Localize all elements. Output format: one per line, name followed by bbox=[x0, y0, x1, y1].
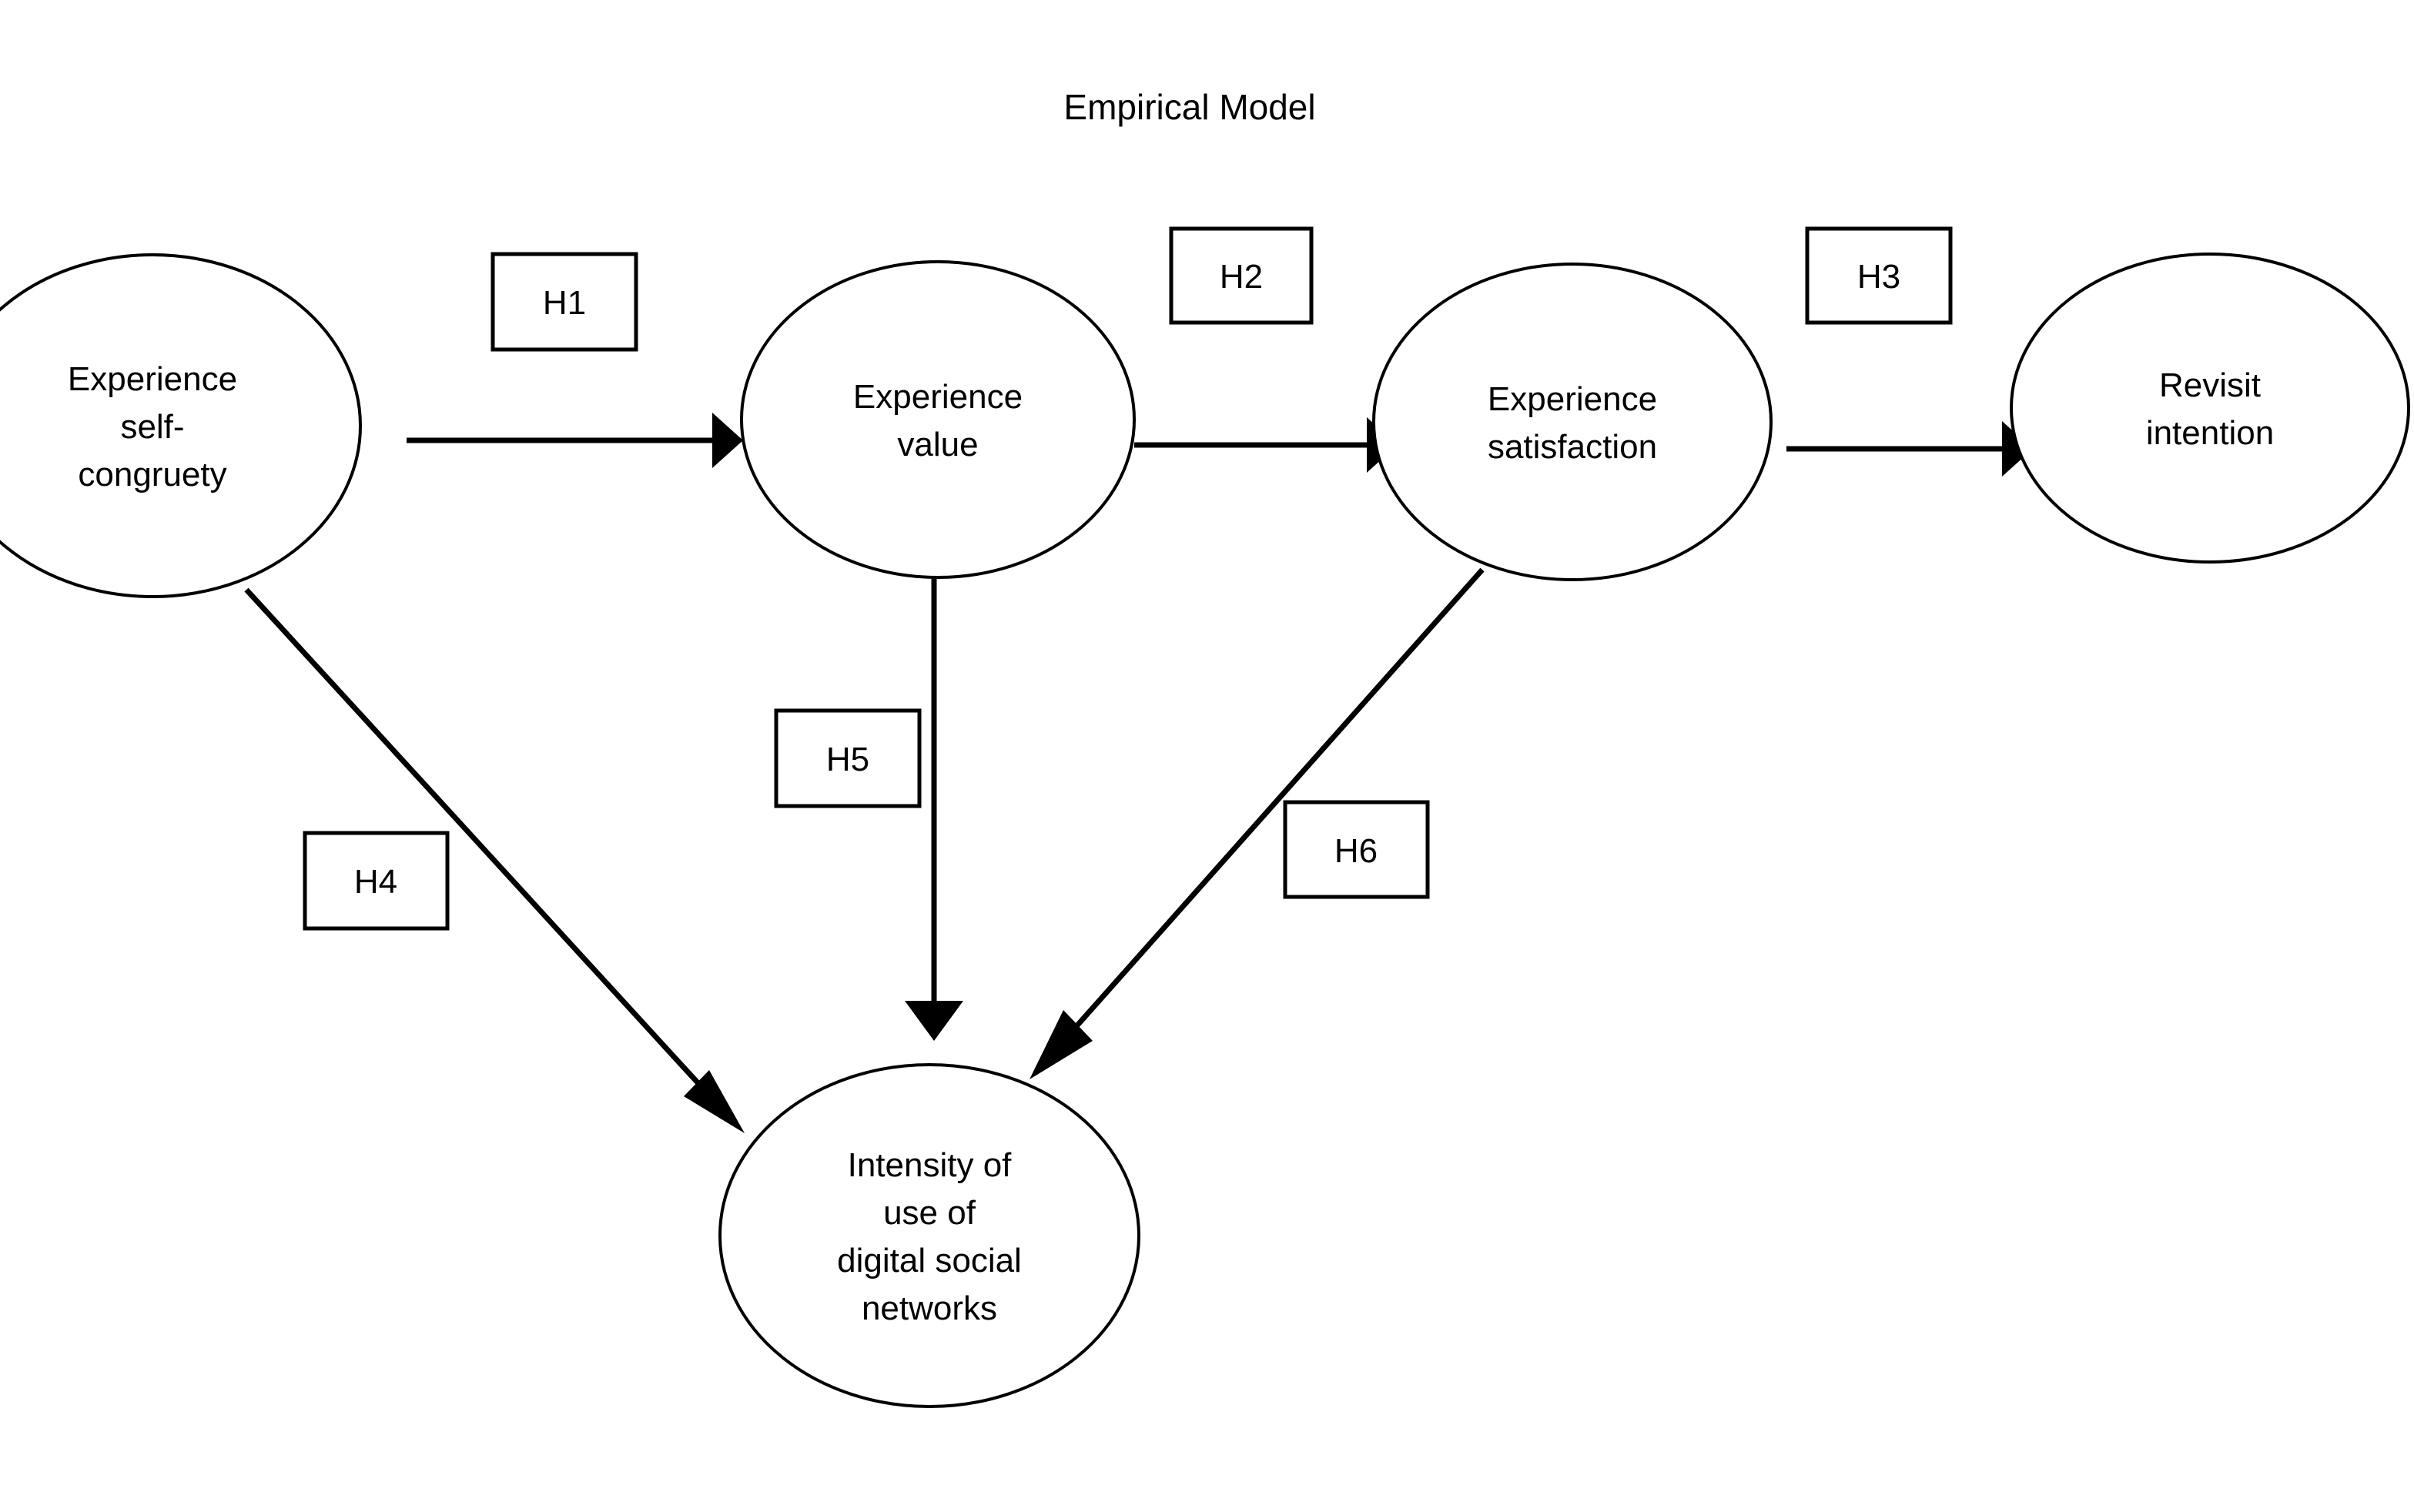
node-experience-self-congruety-line-1: Experience bbox=[68, 360, 237, 398]
node-experience-self-congruety[interactable]: Experience self- congruety bbox=[0, 253, 362, 598]
node-revisit-intention-shape[interactable] bbox=[2010, 253, 2410, 564]
hypothesis-label-h2[interactable]: H2 bbox=[1169, 226, 1314, 325]
edge-h1 bbox=[407, 413, 743, 468]
node-revisit-intention-line-2: intention bbox=[2146, 414, 2274, 452]
hypothesis-label-h3-box[interactable] bbox=[1805, 226, 1953, 325]
edge-h4 bbox=[244, 587, 745, 1133]
hypothesis-label-h1[interactable]: H1 bbox=[491, 252, 638, 352]
hypothesis-label-h2-text: H2 bbox=[1220, 258, 1263, 296]
node-intensity-of-use-of-digital-social-networks[interactable]: Intensity of use of digital social netwo… bbox=[718, 1063, 1140, 1408]
hypothesis-label-h6[interactable]: H6 bbox=[1283, 800, 1430, 899]
edge-h1-arrowhead bbox=[712, 413, 743, 468]
hypothesis-label-h2-box[interactable] bbox=[1169, 226, 1314, 325]
edge-h3 bbox=[1786, 421, 2033, 477]
edge-h6-arrowhead bbox=[1030, 1010, 1093, 1079]
node-experience-value-shape[interactable] bbox=[740, 260, 1136, 579]
hypothesis-label-h6-text: H6 bbox=[1334, 832, 1378, 870]
hypothesis-label-h3-text: H3 bbox=[1857, 258, 1900, 296]
node-experience-value-line-1: Experience bbox=[853, 378, 1023, 416]
node-experience-satisfaction[interactable]: Experience satisfaction bbox=[1372, 263, 1773, 581]
hypothesis-label-h6-box[interactable] bbox=[1283, 800, 1430, 899]
hypothesis-label-h4-box[interactable] bbox=[303, 831, 450, 931]
edge-h2 bbox=[1134, 417, 1398, 473]
hypothesis-label-h3[interactable]: H3 bbox=[1805, 226, 1953, 325]
edge-h4-line bbox=[244, 587, 715, 1101]
node-experience-self-congruety-line-2: self- bbox=[120, 408, 184, 446]
page-title: Empirical Model bbox=[1063, 87, 1315, 127]
edge-h6-line bbox=[1062, 567, 1485, 1042]
node-experience-value[interactable]: Experience value bbox=[740, 260, 1136, 579]
node-experience-value-line-2: value bbox=[897, 426, 978, 463]
node-experience-satisfaction-line-1: Experience bbox=[1488, 380, 1657, 418]
edge-h5-arrowhead bbox=[905, 1001, 963, 1041]
node-intensity-line-3: digital social bbox=[837, 1242, 1022, 1280]
node-experience-satisfaction-shape[interactable] bbox=[1372, 263, 1773, 581]
hypothesis-label-h1-text: H1 bbox=[543, 284, 586, 322]
node-experience-self-congruety-shape[interactable] bbox=[0, 253, 362, 598]
hypothesis-label-h5-box[interactable] bbox=[774, 708, 922, 808]
hypothesis-label-h4[interactable]: H4 bbox=[303, 831, 450, 931]
edge-h4-arrowhead bbox=[684, 1070, 745, 1133]
node-intensity-shape[interactable] bbox=[718, 1063, 1140, 1408]
node-experience-self-congruety-line-3: congruety bbox=[78, 456, 226, 493]
node-revisit-intention-line-1: Revisit bbox=[2159, 366, 2261, 404]
hypothesis-label-h4-text: H4 bbox=[354, 863, 397, 901]
node-intensity-line-2: use of bbox=[883, 1194, 976, 1232]
node-experience-satisfaction-line-2: satisfaction bbox=[1488, 428, 1657, 466]
node-intensity-line-4: networks bbox=[862, 1290, 997, 1327]
hypothesis-label-h5-text: H5 bbox=[826, 741, 869, 778]
edge-h6 bbox=[1030, 567, 1485, 1079]
hypothesis-label-h5[interactable]: H5 bbox=[774, 708, 922, 808]
node-revisit-intention[interactable]: Revisit intention bbox=[2010, 253, 2410, 564]
hypothesis-label-h1-box[interactable] bbox=[491, 252, 638, 352]
node-intensity-line-1: Intensity of bbox=[848, 1146, 1013, 1184]
edge-h5 bbox=[905, 579, 963, 1041]
